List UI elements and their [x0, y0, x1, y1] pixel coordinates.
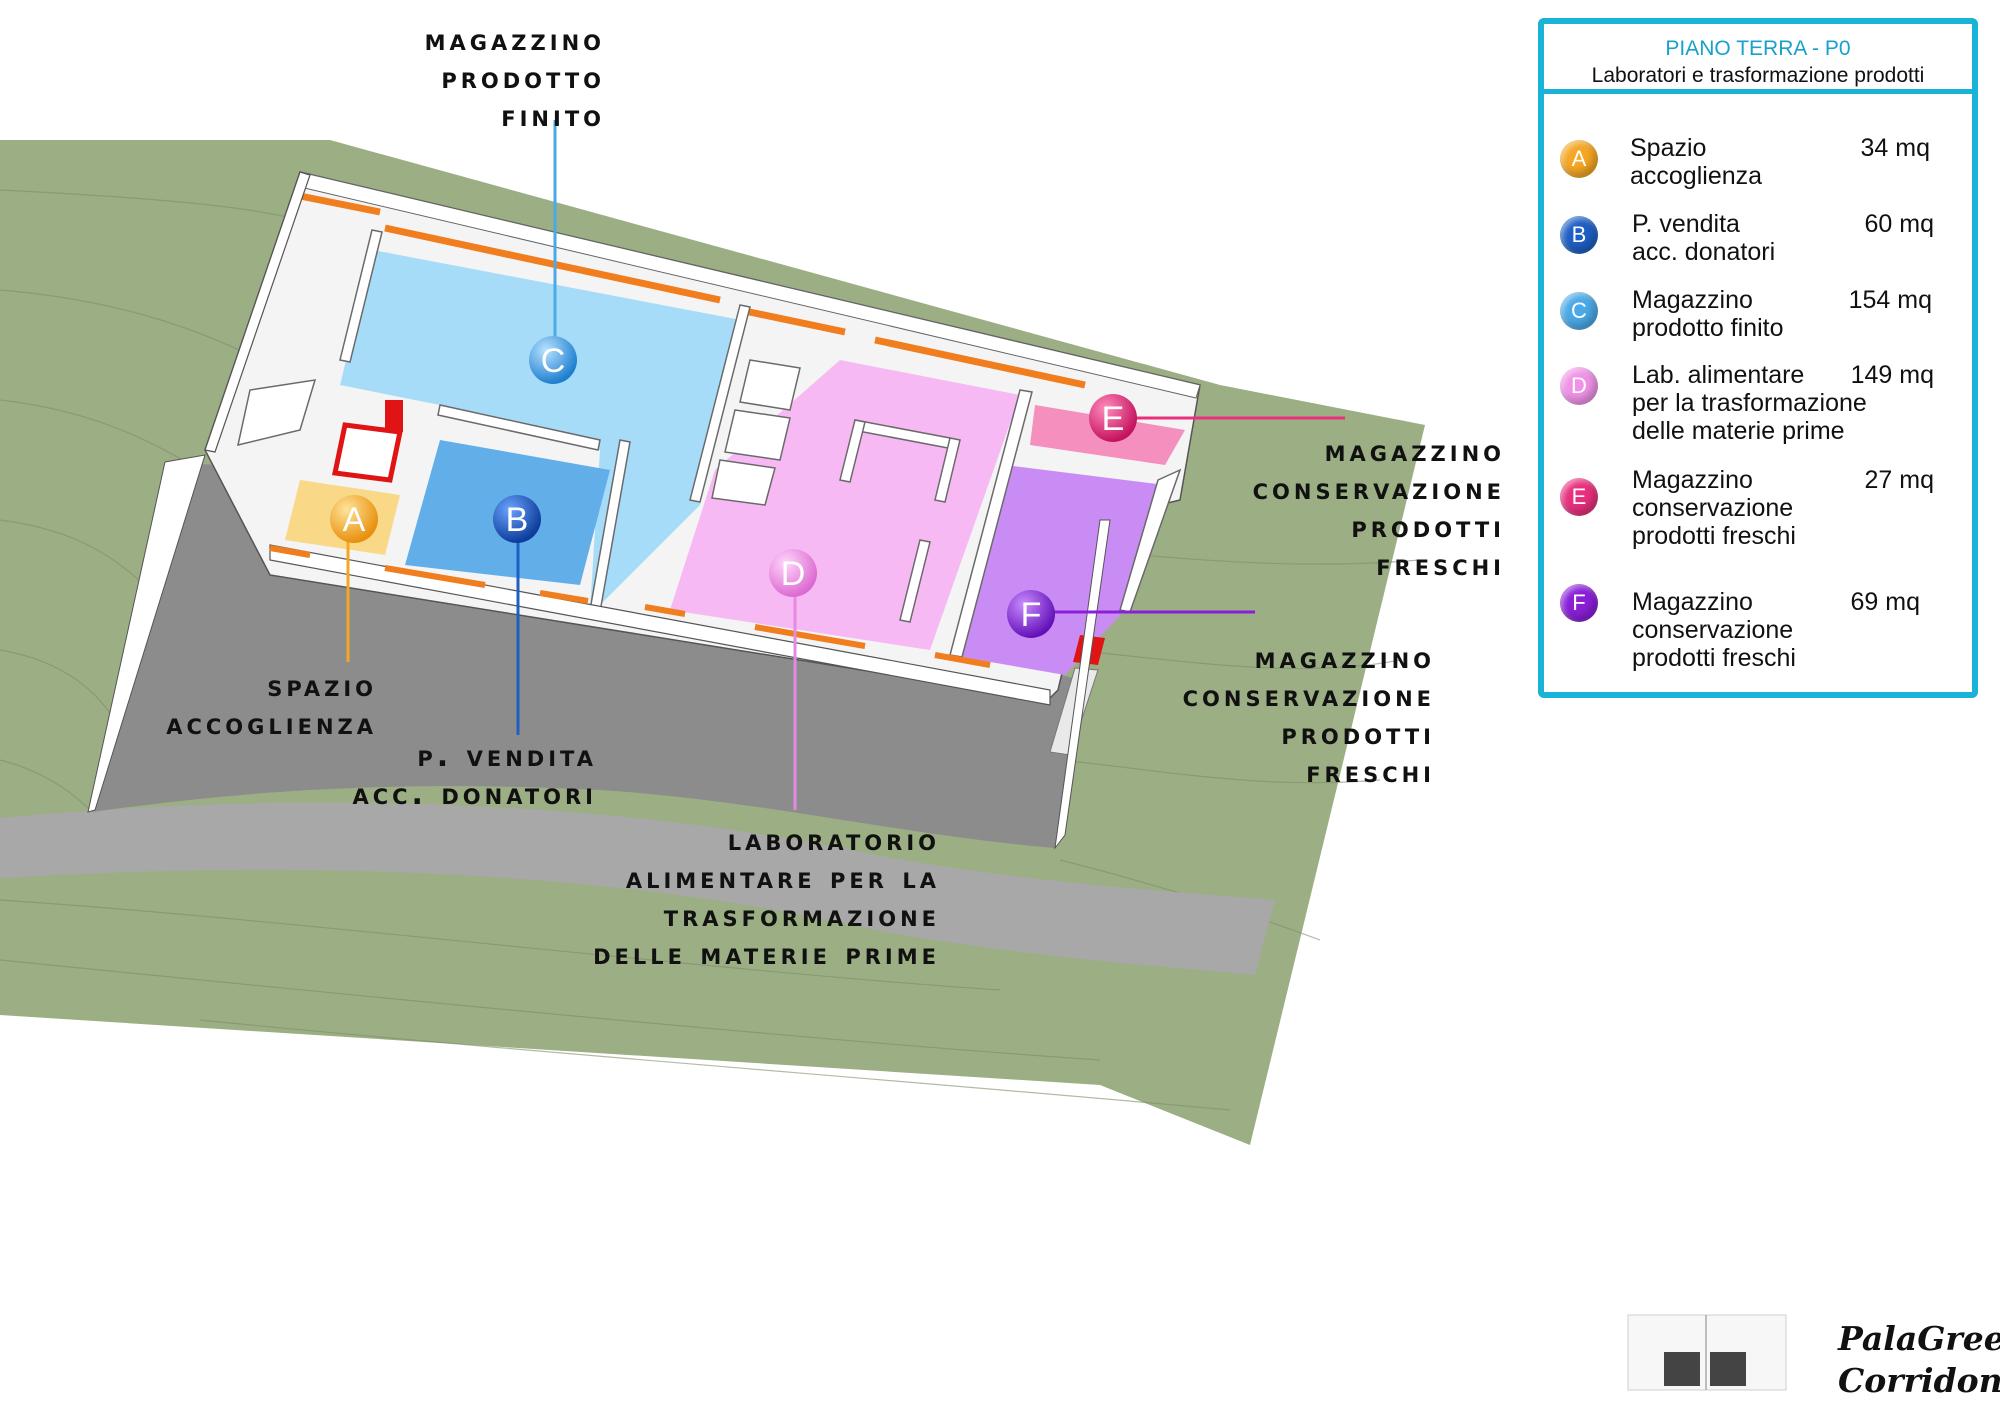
room-d-fill	[670, 360, 1020, 650]
legend-area-a: 34 mq	[1860, 134, 1930, 162]
marker-b-circle	[493, 495, 541, 543]
north-wall-caps	[299, 192, 1086, 389]
legend-name-d: Lab. alimentare per la trasformazione de…	[1632, 361, 1867, 445]
legend-title: PIANO TERRA - P0	[1665, 37, 1851, 60]
legend-dot-a: A	[1560, 140, 1598, 178]
east-wall-outer	[1054, 519, 1111, 850]
brand-line-2: Corridonia	[1838, 1361, 2000, 1400]
legend-area-e: 27 mq	[1864, 466, 1934, 494]
legend-subtitle: Laboratori e trasformazione prodotti	[1591, 64, 1925, 87]
legend-area-b: 60 mq	[1864, 210, 1934, 238]
legend-area-d: 149 mq	[1850, 361, 1934, 389]
legend-dot-f: F	[1560, 584, 1598, 622]
west-wall	[204, 171, 311, 453]
marker-a-circle	[330, 495, 378, 543]
marker-d-circle	[769, 549, 817, 597]
room-f-fill	[950, 465, 1165, 675]
callout-p-vendita: P. vendita acc. donatori	[352, 739, 597, 812]
legend-name-b: P. vendita acc. donatori	[1632, 210, 1776, 266]
callout-magazzino-prodotto-finito: Magazzino prodotto finito	[424, 23, 605, 134]
callout-magazzino-e: Magazzino conservazione prodotti freschi	[1252, 434, 1505, 583]
legend-dot-c: C	[1560, 292, 1598, 330]
legend-dot-d: D	[1560, 367, 1598, 405]
callout-magazzino-f: Magazzino conservazione prodotti freschi	[1182, 641, 1435, 790]
legend-area-c: 154 mq	[1848, 286, 1932, 314]
road	[0, 802, 1275, 975]
marker-c-label: C	[541, 342, 566, 380]
brand-wordmark: PalaGreen Corridonia	[1838, 1318, 2000, 1402]
legend-area-f: 69 mq	[1850, 588, 1920, 616]
legend-name-f: Magazzino conservazione prodotti freschi	[1632, 588, 1796, 672]
west-wall-outer	[87, 454, 206, 813]
legend-dot-e: E	[1560, 478, 1598, 516]
marker-e-circle	[1089, 394, 1137, 442]
marker-e-label: E	[1102, 400, 1125, 438]
callout-laboratorio: Laboratorio alimentare per la trasformaz…	[593, 823, 940, 972]
stair-core	[332, 422, 403, 483]
legend-name-c: Magazzino prodotto finito	[1632, 286, 1784, 342]
logo-mark	[1627, 1314, 1787, 1391]
marker-f-circle	[1007, 590, 1055, 638]
legend-name-a: Spazio accoglienza	[1630, 134, 1763, 190]
marker-c-circle	[529, 336, 577, 384]
lift-red	[385, 400, 403, 432]
legend-header: PIANO TERRA - P0 Laboratori e trasformaz…	[1544, 24, 1972, 94]
marker-f-label: F	[1021, 596, 1042, 634]
marker-d-label: D	[781, 555, 806, 593]
marker-b-label: B	[506, 501, 529, 539]
legend-panel: PIANO TERRA - P0 Laboratori e trasformaz…	[1538, 18, 1978, 698]
callout-spazio-accoglienza: Spazio accoglienza	[166, 669, 377, 742]
brand-line-1: PalaGreen	[1838, 1319, 2000, 1358]
south-wall-caps	[269, 545, 991, 668]
legend-name-e: Magazzino conservazione prodotti freschi	[1632, 466, 1796, 550]
legend-dot-b: B	[1560, 216, 1598, 254]
south-wall	[269, 544, 1051, 706]
marker-a-label: A	[343, 501, 366, 539]
